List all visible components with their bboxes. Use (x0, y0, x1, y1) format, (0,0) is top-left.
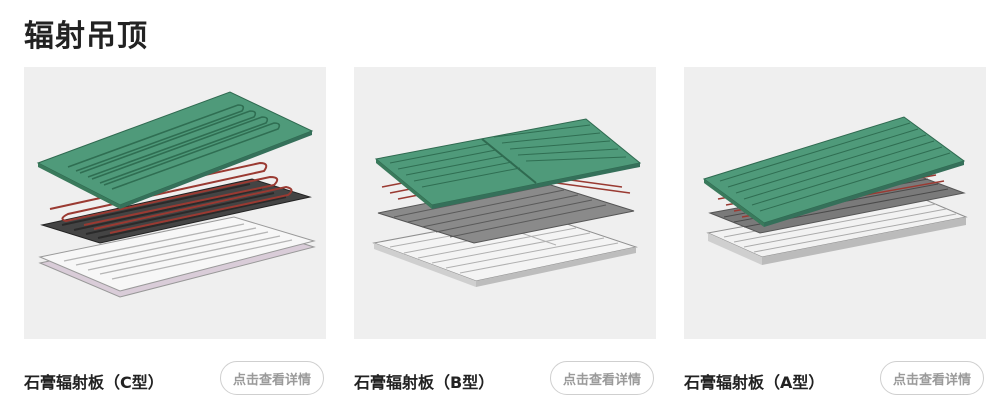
product-image-c[interactable] (24, 67, 326, 339)
product-image-b[interactable] (354, 67, 656, 339)
product-card-b[interactable]: 石膏辐射板（B型） 点击查看详情 (354, 67, 656, 395)
view-details-button-c[interactable]: 点击查看详情 (220, 361, 324, 395)
product-image-a[interactable] (684, 67, 986, 339)
page-title: 辐射吊顶 (24, 19, 148, 54)
view-details-button-b[interactable]: 点击查看详情 (550, 361, 654, 395)
product-card-a[interactable]: 石膏辐射板（A型） 点击查看详情 (684, 67, 986, 395)
product-title-b: 石膏辐射板（B型） (354, 373, 495, 392)
product-title-a: 石膏辐射板（A型） (684, 373, 825, 392)
view-details-button-a[interactable]: 点击查看详情 (880, 361, 984, 395)
product-card-c[interactable]: 石膏辐射板（C型） 点击查看详情 (24, 67, 326, 395)
product-title-c: 石膏辐射板（C型） (24, 373, 164, 392)
